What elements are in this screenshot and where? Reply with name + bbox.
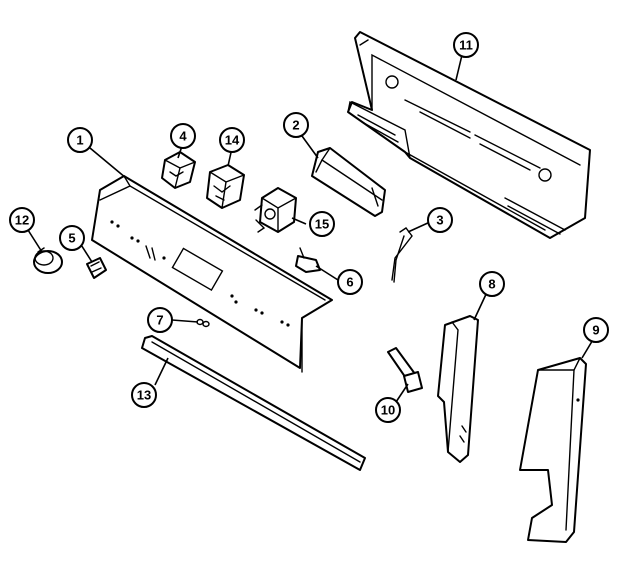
part-9-side-trim	[519, 357, 587, 543]
part-7-screw	[196, 318, 210, 328]
part-2-control-board	[311, 147, 386, 217]
callout-14: 14	[219, 127, 245, 153]
svg-text:10: 10	[381, 403, 395, 418]
svg-text:11: 11	[459, 38, 473, 53]
callout-11: 11	[453, 32, 479, 58]
callout-15: 15	[309, 211, 335, 237]
part-1-control-panel	[91, 175, 333, 373]
callout-7: 7	[147, 307, 173, 333]
callout-5: 5	[59, 225, 85, 251]
part-8-side-panel	[437, 315, 479, 463]
svg-text:15: 15	[315, 217, 329, 232]
svg-text:14: 14	[225, 133, 240, 148]
callout-13: 13	[131, 382, 157, 408]
callout-3: 3	[427, 207, 453, 233]
svg-text:5: 5	[68, 231, 75, 246]
callout-1: 1	[67, 127, 93, 153]
svg-text:12: 12	[15, 213, 29, 228]
part-11-rear-panel	[347, 31, 591, 239]
callout-4: 4	[170, 123, 196, 149]
callout-9: 9	[583, 317, 609, 343]
part-6-clip	[295, 247, 321, 273]
part-12-knob	[33, 247, 63, 274]
svg-text:6: 6	[346, 275, 353, 290]
part-14-infinite-switch	[206, 164, 245, 209]
part-15-timer	[254, 187, 297, 233]
svg-text:13: 13	[137, 388, 151, 403]
callout-2: 2	[283, 112, 309, 138]
svg-text:3: 3	[436, 213, 443, 228]
part-5-insert	[86, 257, 107, 279]
svg-text:4: 4	[179, 129, 187, 144]
svg-text:8: 8	[488, 277, 495, 292]
callout-6: 6	[337, 269, 363, 295]
part-3-wire-bracket	[391, 227, 413, 283]
callout-8: 8	[479, 271, 505, 297]
leader-lines	[27, 54, 595, 403]
part-10-harness	[387, 347, 423, 393]
svg-text:2: 2	[292, 118, 299, 133]
svg-text:9: 9	[592, 323, 599, 338]
callout-12: 12	[9, 207, 35, 233]
callout-10: 10	[375, 397, 401, 423]
svg-text:1: 1	[76, 133, 83, 148]
part-13-trim-strip	[141, 335, 366, 471]
svg-text:7: 7	[156, 313, 163, 328]
